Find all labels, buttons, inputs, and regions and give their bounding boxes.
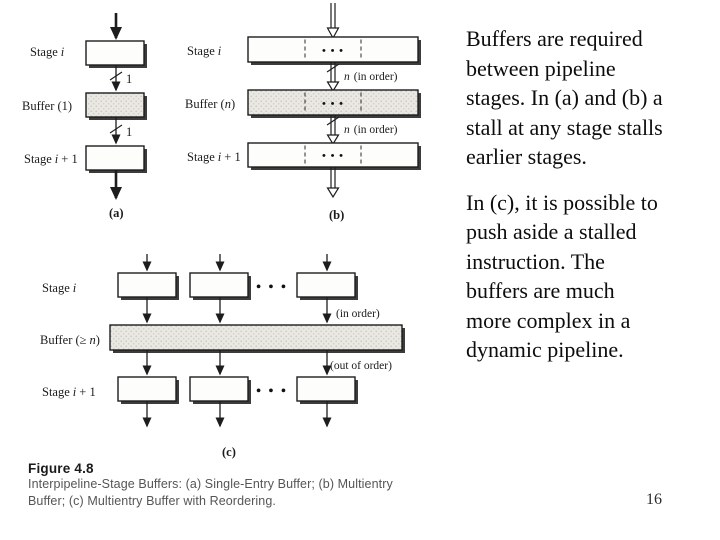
- page-number: 16: [646, 491, 662, 508]
- stage-i1-box-c1: [117, 376, 177, 402]
- diagram-a-tag: (a): [109, 206, 124, 220]
- stage-i1-box-c2: [189, 376, 249, 402]
- bus-width-tick-icon: [326, 116, 340, 126]
- diagram-b-tag: (b): [329, 208, 344, 222]
- ellipsis-dots: • • •: [256, 280, 288, 295]
- ellipsis-dots: • • •: [256, 384, 288, 399]
- figure-caption: Figure 4.8 Interpipeline-Stage Buffers: …: [28, 461, 393, 510]
- flow-label-in-order: n(in order): [344, 124, 398, 136]
- stage-i-box-c1: [117, 272, 177, 298]
- buffer-label-c: Buffer (≥n): [40, 333, 100, 347]
- stage-i-box-c3: [296, 272, 356, 298]
- open-arrowhead-icon: [326, 134, 340, 146]
- stage-i1-box-a: [85, 145, 145, 171]
- ellipsis-dots: • • •: [322, 98, 344, 110]
- buffer-label-a: Buffer (1): [22, 99, 72, 113]
- slide-body-text: Buffers are required between pipeline st…: [466, 24, 716, 365]
- paragraph-buffers-required: Buffers are required between pipeline st…: [466, 26, 663, 169]
- figure-caption-title: Figure 4.8: [28, 461, 94, 476]
- open-arrowhead-icon: [326, 187, 340, 199]
- flow-label-out-of-order: (out of order): [330, 360, 392, 372]
- bus-width-tick-icon: [109, 71, 123, 81]
- paragraph-push-aside: In (c), it is possible to push aside a s…: [466, 189, 658, 363]
- diagram-c: • • • (in order) (out of order) • • • St…: [40, 254, 405, 459]
- bus-width-tick-icon: [109, 124, 123, 134]
- bus-width-label: 1: [126, 72, 132, 86]
- stage-i-box-c2: [189, 272, 249, 298]
- flow-label-in-order: n(in order): [344, 71, 398, 83]
- figure-caption-line: Interpipeline-Stage Buffers: (a) Single-…: [28, 477, 393, 491]
- stage-i1-box-b: [247, 142, 419, 168]
- ellipsis-dots: • • •: [322, 150, 344, 162]
- open-arrowhead-icon: [326, 81, 340, 93]
- bus-width-label: 1: [126, 125, 132, 139]
- bus-width-tick-icon: [326, 63, 340, 73]
- stage-i1-box-c3: [296, 376, 356, 402]
- diagram-b: • • • n(in order) • • • n(in order) • • …: [185, 3, 421, 222]
- stage-i-box-b: [247, 36, 419, 63]
- diagram-c-tag: (c): [222, 445, 236, 459]
- buffer-box-a: [85, 92, 145, 118]
- buffer-box-c: [109, 324, 403, 351]
- buffer-box-b: [247, 89, 419, 116]
- open-arrowhead-icon: [326, 27, 340, 40]
- ellipsis-dots: • • •: [322, 45, 344, 57]
- stage-i-box-a: [85, 40, 145, 66]
- figure-caption-line: Buffer; (c) Multientry Buffer with Reord…: [28, 494, 276, 508]
- flow-label-in-order: (in order): [336, 308, 380, 320]
- buffer-label-b: Buffer (n): [185, 97, 235, 111]
